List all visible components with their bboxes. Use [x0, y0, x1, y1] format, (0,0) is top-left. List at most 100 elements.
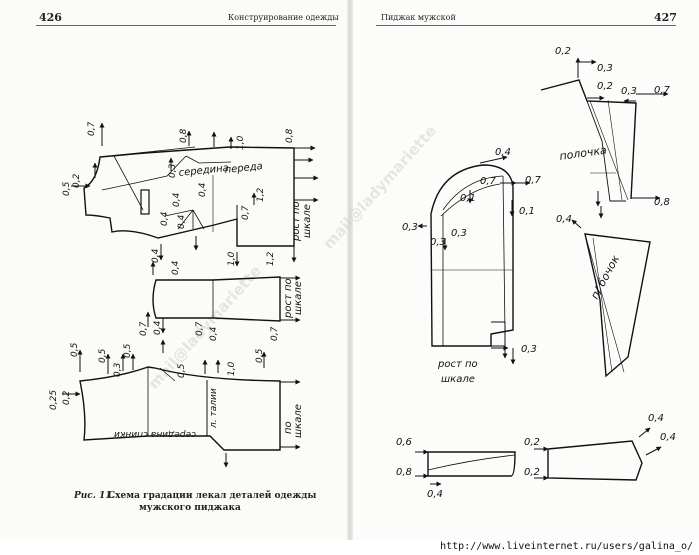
svg-text:0,4: 0,4 — [151, 248, 161, 263]
side-piece — [152, 276, 281, 322]
svg-text:0,4: 0,4 — [209, 326, 219, 341]
svg-text:0,2: 0,2 — [524, 467, 540, 478]
svg-text:0,5: 0,5 — [98, 348, 108, 363]
book-gutter — [347, 0, 353, 540]
right-header-rule — [376, 25, 676, 26]
svg-text:0,3: 0,3 — [113, 362, 123, 377]
svg-text:0,8: 0,8 — [285, 128, 295, 143]
svg-text:0,5: 0,5 — [62, 181, 72, 196]
sleeve-grade-arrows — [417, 155, 531, 365]
svg-text:полочка: полочка — [559, 143, 608, 163]
wedge-piece — [584, 233, 651, 378]
svg-text:рост по: рост по — [291, 201, 302, 242]
svg-text:п/ бочок: п/ бочок — [588, 253, 622, 302]
svg-text:0,3: 0,3 — [451, 228, 467, 239]
pocket-grade-arrows — [415, 427, 662, 487]
svg-text:рост по: рост по — [283, 278, 294, 319]
collar-labels: 0,2 0,3 0,2 0,3 0,7 0,8 полочка — [555, 46, 671, 208]
svg-text:0,7: 0,7 — [241, 205, 251, 220]
figure-label: Рис. 11. — [73, 491, 115, 501]
back-piece — [79, 366, 281, 451]
right-running-title: Пиджак мужской — [381, 13, 456, 22]
svg-text:0,4: 0,4 — [198, 182, 208, 197]
footer-bar: http://www.liveinternet.ru/users/galina_… — [0, 540, 699, 555]
front-grade-arrows — [71, 122, 319, 267]
svg-text:1,0: 1,0 — [227, 361, 237, 376]
svg-text:0,1: 0,1 — [460, 193, 476, 204]
svg-text:0,4: 0,4 — [160, 211, 170, 226]
svg-text:0,4: 0,4 — [556, 214, 572, 225]
svg-text:0,2: 0,2 — [555, 46, 571, 57]
left-page — [0, 0, 350, 540]
wedge-grade-arrows — [571, 191, 601, 229]
svg-text:0,25: 0,25 — [49, 390, 59, 410]
svg-text:0,3: 0,3 — [597, 63, 613, 74]
svg-text:0,3: 0,3 — [430, 237, 446, 248]
svg-text:0,4: 0,4 — [495, 147, 511, 158]
svg-text:0,2: 0,2 — [524, 437, 540, 448]
svg-text:1,2: 1,2 — [256, 187, 266, 202]
caption-line-1: Схема градации лекал деталей одежды — [108, 490, 316, 501]
sleeve-piece — [430, 164, 514, 347]
svg-text:0,4: 0,4 — [648, 413, 664, 424]
svg-text:шкале: шкале — [293, 281, 304, 315]
svg-text:0,7: 0,7 — [525, 175, 542, 186]
pocket-labels: 0,6 0,8 0,4 0,2 0,2 0,4 0,4 — [396, 413, 676, 500]
svg-text:0,2: 0,2 — [597, 81, 613, 92]
svg-text:рост по: рост по — [437, 359, 478, 370]
right-page-number: 427 — [654, 11, 677, 24]
side-labels: 0,4 0,4 рост по шкале — [153, 260, 304, 335]
pocket-flap-left — [427, 451, 516, 477]
svg-text:0,8: 0,8 — [654, 197, 670, 208]
side-grade-arrows — [150, 261, 301, 334]
svg-text:0,2: 0,2 — [72, 173, 82, 188]
svg-text:л. талии: л. талии — [209, 388, 219, 429]
svg-text:0,8: 0,8 — [396, 467, 412, 478]
svg-text:0,7: 0,7 — [480, 176, 497, 187]
svg-text:0,7: 0,7 — [270, 326, 280, 341]
svg-text:0,4: 0,4 — [660, 432, 676, 443]
back-labels: 0,5 0,5 0,3 0,5 0,5 0,7 0,7 0,4 1,0 0,5 … — [49, 321, 304, 439]
collar-grade-arrows — [575, 57, 669, 219]
svg-text:0,4: 0,4 — [172, 192, 182, 207]
svg-text:0,1: 0,1 — [519, 206, 535, 217]
wedge-labels: 0,4 п/ бочок — [556, 214, 622, 301]
pocket-flap-right — [547, 440, 643, 481]
svg-text:0,3: 0,3 — [521, 344, 537, 355]
svg-text:0,3: 0,3 — [621, 86, 637, 97]
svg-text:по: по — [283, 421, 294, 434]
svg-text:0,5: 0,5 — [123, 343, 133, 358]
caption-line-2: мужского пиджака — [139, 503, 241, 513]
svg-text:0,7: 0,7 — [654, 85, 671, 96]
watermark-text: mail@ladymariette — [320, 122, 440, 253]
svg-text:0,7: 0,7 — [139, 321, 149, 336]
front-piece — [83, 146, 295, 247]
source-url: http://www.liveinternet.ru/users/galina_… — [440, 541, 693, 552]
svg-text:переда: переда — [224, 161, 263, 176]
svg-text:шкале: шкале — [293, 404, 304, 438]
back-grade-arrows — [62, 311, 301, 468]
sleeve-labels: 0,4 0,7 0,1 0,7 0,1 0,3 0,3 0,3 0,3 рост… — [402, 147, 542, 385]
svg-text:0,7: 0,7 — [87, 121, 97, 136]
svg-text:1,2: 1,2 — [266, 251, 276, 266]
svg-text:0,3: 0,3 — [168, 163, 178, 178]
svg-text:0,8: 0,8 — [179, 128, 189, 143]
svg-text:0,5: 0,5 — [255, 348, 265, 363]
left-running-title: Конструирование одежды — [228, 13, 339, 22]
svg-text:0,6: 0,6 — [396, 437, 412, 448]
pattern-diagram: mail@ladymariette mail@ladymariette — [49, 46, 676, 513]
svg-text:шкале: шкале — [441, 374, 475, 385]
svg-text:0,4: 0,4 — [177, 214, 187, 229]
svg-text:0,5: 0,5 — [177, 363, 187, 378]
svg-text:0,3: 0,3 — [402, 222, 418, 233]
front-labels: 0,7 0,2 0,5 0,8 1,0 0,8 0,3 0,4 0,4 0,4 … — [62, 121, 313, 266]
svg-text:0,5: 0,5 — [70, 342, 80, 357]
left-header-rule — [36, 25, 336, 26]
svg-text:0,7: 0,7 — [195, 321, 205, 336]
svg-text:0,2: 0,2 — [62, 390, 72, 405]
svg-text:шкале: шкале — [302, 204, 313, 238]
svg-text:1,0: 1,0 — [227, 251, 237, 266]
svg-text:0,4: 0,4 — [153, 320, 163, 335]
svg-text:0,4: 0,4 — [427, 489, 443, 500]
